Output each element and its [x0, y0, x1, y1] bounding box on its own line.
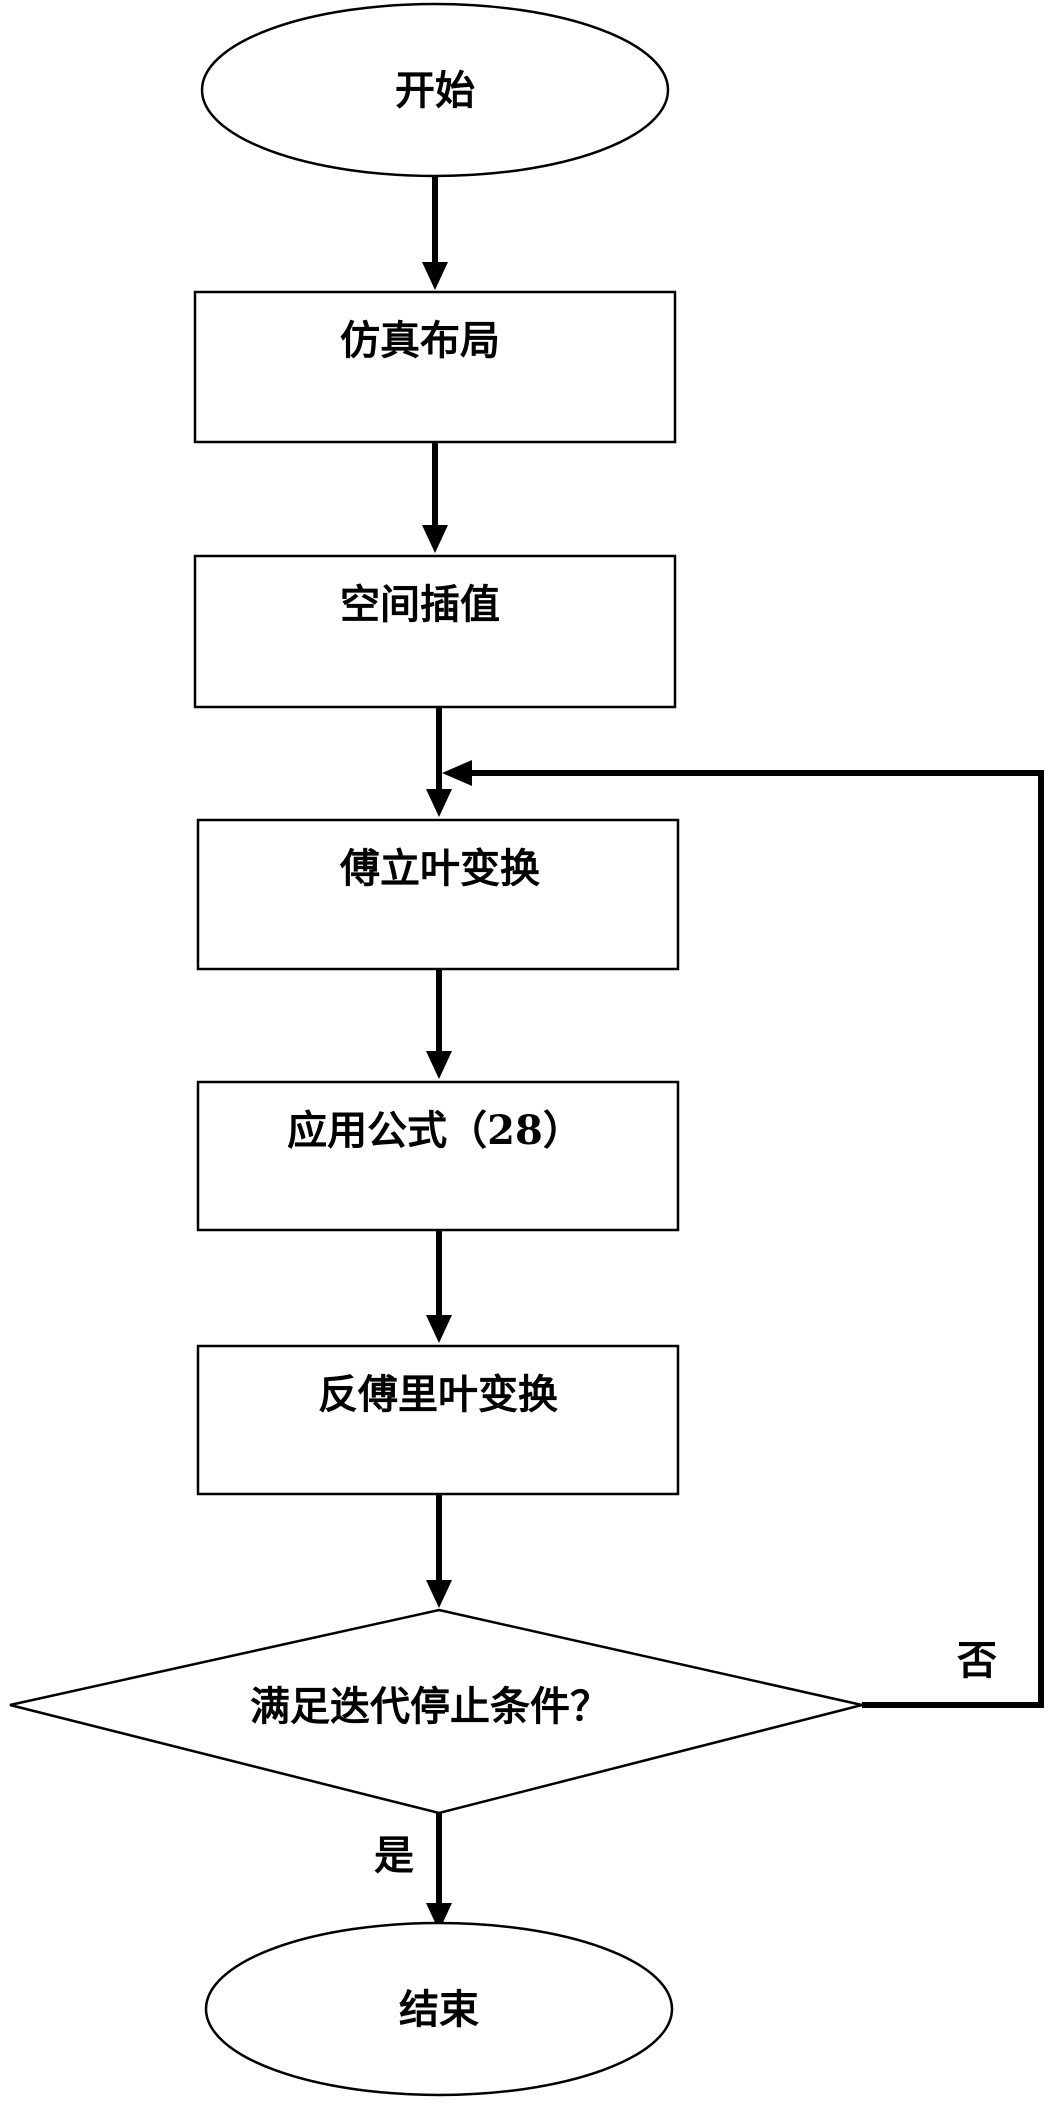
node-label-layout: 仿真布局	[340, 317, 500, 364]
node-start: 开始	[200, 2, 670, 178]
end-ellipse	[204, 1921, 674, 2097]
node-formula: 应用公式（28）	[196, 1080, 680, 1232]
edge-start-layout-arrowhead	[422, 262, 448, 290]
start-ellipse	[200, 2, 670, 178]
ifft-box	[196, 1344, 680, 1496]
edge-formula-ifft-arrowhead	[426, 1315, 452, 1343]
node-label-end: 结束	[399, 1986, 479, 2033]
edge-decision-fft-loop-line	[472, 770, 1044, 1708]
formula-box	[196, 1080, 680, 1232]
edge-decision-fft-loop-arrowhead	[442, 760, 472, 786]
node-fft: 傅立叶变换	[196, 818, 680, 971]
interp-box	[193, 554, 677, 709]
edge-ifft-decision-arrowhead	[426, 1580, 452, 1608]
edge-label-yes: 是	[374, 1832, 414, 1879]
edge-label-no: 否	[957, 1637, 997, 1684]
node-label-ifft: 反傅里叶变换	[318, 1371, 558, 1418]
edge-fft-formula-arrowhead	[426, 1051, 452, 1079]
node-interp: 空间插值	[193, 554, 677, 709]
node-label-formula: 应用公式（28）	[287, 1107, 583, 1154]
node-end: 结束	[204, 1921, 674, 2097]
layout-box	[193, 290, 677, 444]
node-decision: 满足迭代停止条件？	[9, 1608, 863, 1815]
decision-diamond	[9, 1608, 863, 1815]
fft-box	[196, 818, 680, 971]
node-label-start: 开始	[395, 67, 475, 114]
edge-layout-interp-arrowhead	[422, 525, 448, 553]
connectors	[422, 176, 1044, 1931]
edge-interp-fft-arrowhead	[426, 789, 452, 817]
node-label-fft: 傅立叶变换	[339, 845, 540, 892]
node-label-interp: 空间插值	[340, 581, 500, 628]
node-layout: 仿真布局	[193, 290, 677, 444]
node-label-decision: 满足迭代停止条件？	[250, 1683, 610, 1730]
node-ifft: 反傅里叶变换	[196, 1344, 680, 1496]
edge-decision-end-arrowhead	[426, 1903, 452, 1931]
